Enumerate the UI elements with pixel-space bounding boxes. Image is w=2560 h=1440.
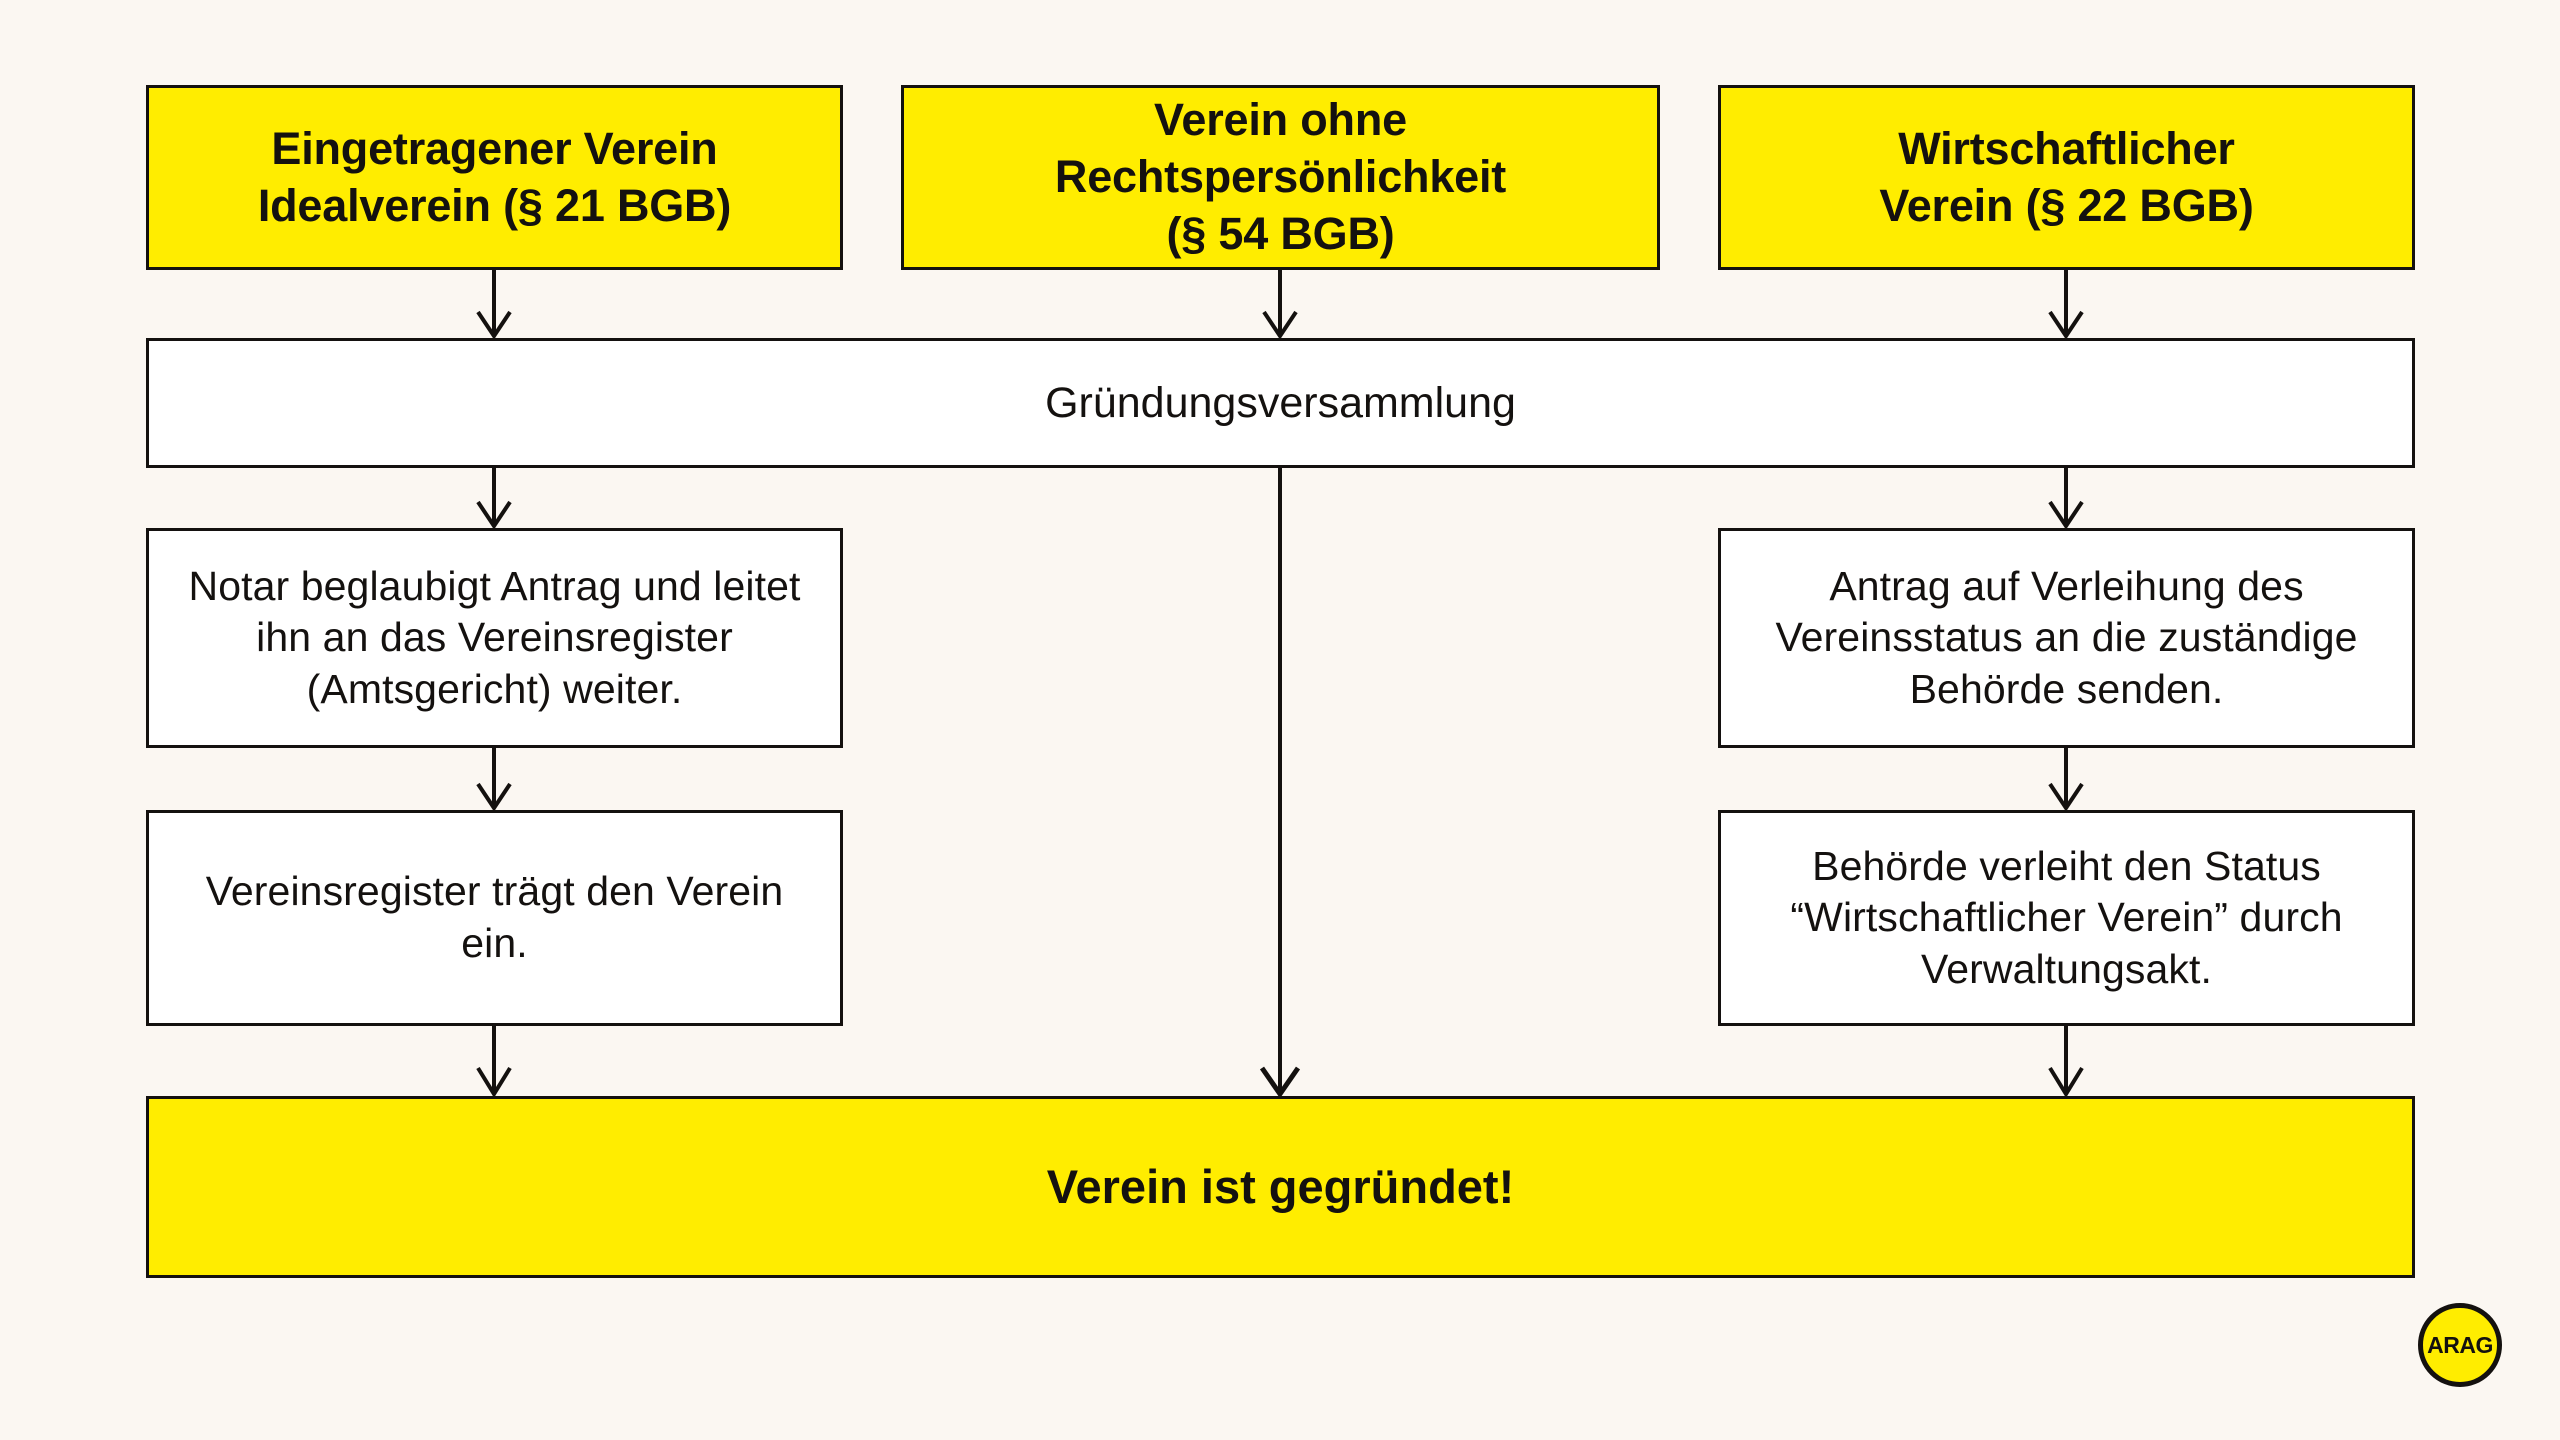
node-notar-beglaubigt-label: Notar beglaubigt Antrag und leitet ihn a… (188, 562, 801, 712)
node-behoerde-verleiht-status[interactable]: Behörde verleiht den Status “Wirtschaftl… (1718, 810, 2415, 1026)
node-verein-ist-gegruendet[interactable]: Verein ist gegründet! (146, 1096, 2415, 1278)
node-eingetragener-verein[interactable]: Eingetragener Verein Idealverein (§ 21 B… (146, 85, 843, 270)
arrowhead-vor-to-gv (1262, 310, 1298, 340)
arrowhead-register-to-result (476, 1066, 512, 1098)
arrowhead-ev-to-gv (476, 310, 512, 340)
arrowhead-behoerde-to-result (2048, 1066, 2084, 1098)
arag-logo-circle-icon (2418, 1303, 2502, 1387)
arrowhead-antrag-to-behoerde (2048, 782, 2084, 812)
node-gruendungsversammlung-label: Gründungsversammlung (1045, 378, 1516, 427)
node-notar-beglaubigt[interactable]: Notar beglaubigt Antrag und leitet ihn a… (146, 528, 843, 748)
node-vereinsregister-eintrag[interactable]: Vereinsregister trägt den Verein ein. (146, 810, 843, 1026)
arrowhead-gv-to-antrag (2048, 500, 2084, 530)
arrowhead-wv-to-gv (2048, 310, 2084, 340)
arag-logo-wordmark: ARAG (2427, 1331, 2493, 1358)
arrowhead-notar-to-register (476, 782, 512, 812)
node-antrag-verleihung-label: Antrag auf Verleihung des Vereinsstatus … (1775, 562, 2358, 712)
node-vereinsregister-eintrag-label: Vereinsregister trägt den Verein ein. (205, 868, 784, 966)
arag-logo: ARAG (2418, 1303, 2502, 1387)
node-behoerde-verleiht-status-label: Behörde verleiht den Status “Wirtschaftl… (1790, 842, 2343, 992)
arrowhead-gv-to-notar (476, 500, 512, 530)
node-verein-ohne-rechtspersoenlichkeit-label: Verein ohne Rechtspersönlichkeit (§ 54 B… (1054, 94, 1507, 259)
arrowhead-gv-to-result (1259, 1066, 1301, 1099)
node-verein-ist-gegruendet-label: Verein ist gegründet! (1046, 1160, 1515, 1214)
node-gruendungsversammlung[interactable]: Gründungsversammlung (146, 338, 2415, 468)
node-verein-ohne-rechtspersoenlichkeit[interactable]: Verein ohne Rechtspersönlichkeit (§ 54 B… (901, 85, 1660, 270)
node-antrag-verleihung[interactable]: Antrag auf Verleihung des Vereinsstatus … (1718, 528, 2415, 748)
node-eingetragener-verein-label: Eingetragener Verein Idealverein (§ 21 B… (257, 122, 732, 231)
node-wirtschaftlicher-verein[interactable]: Wirtschaftlicher Verein (§ 22 BGB) (1718, 85, 2415, 270)
node-wirtschaftlicher-verein-label: Wirtschaftlicher Verein (§ 22 BGB) (1879, 122, 2254, 231)
